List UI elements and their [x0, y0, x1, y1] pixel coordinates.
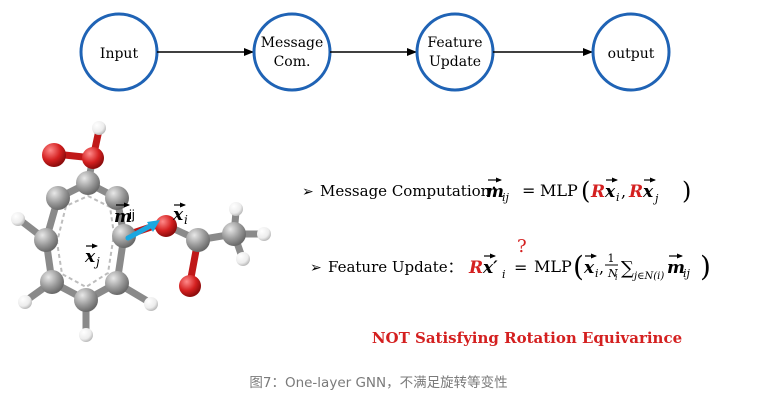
- paren-open: (: [573, 250, 584, 283]
- flow-node-output: output: [591, 12, 671, 92]
- svg-text:x: x: [172, 205, 184, 225]
- svg-text:i: i: [616, 191, 620, 204]
- svg-text:R: R: [628, 182, 643, 202]
- message-arrowhead: [147, 220, 160, 232]
- svg-text:R: R: [468, 258, 483, 278]
- svg-text:ij: ij: [129, 207, 135, 222]
- svg-text:1: 1: [608, 252, 615, 265]
- label-x-j: x j: [84, 243, 100, 269]
- node-label-line1: Feature: [427, 35, 482, 51]
- node-label-line2: Update: [429, 54, 481, 70]
- svg-text:i: i: [595, 267, 599, 280]
- svg-text:m: m: [114, 207, 132, 227]
- node-label: output: [608, 46, 655, 62]
- svg-text:x: x: [84, 247, 96, 267]
- node-label-line2: Com.: [274, 54, 311, 70]
- svg-text:x: x: [604, 182, 616, 202]
- message-arrow: [125, 222, 155, 241]
- flow-node-input: Input: [79, 12, 159, 92]
- svg-text:x: x: [642, 182, 654, 202]
- svg-text:ij: ij: [683, 267, 691, 280]
- svg-text:m: m: [667, 258, 685, 278]
- node-circle: [591, 12, 671, 92]
- node-circle: [415, 12, 495, 92]
- figure-caption: 图7：One-layer GNN，不满足旋转等变性: [249, 375, 508, 391]
- fraction: 1 N i: [605, 252, 618, 282]
- svg-text:,: ,: [599, 258, 604, 277]
- svg-text:R: R: [590, 182, 605, 202]
- flow-node-message: Message Com.: [252, 12, 332, 92]
- flow-node-feature: Feature Update: [415, 12, 495, 92]
- svg-text:i: i: [184, 213, 188, 227]
- node-label-line1: Message: [261, 35, 324, 51]
- svg-text:,: ,: [621, 182, 626, 201]
- molecule-atoms: [11, 121, 271, 342]
- svg-text:N: N: [607, 267, 618, 280]
- svg-text:i: i: [615, 273, 618, 282]
- equation-message: ➢ Message Computation： m ij = MLP ( R x …: [302, 177, 691, 205]
- svg-text:ij: ij: [502, 191, 510, 204]
- svg-text:=: =: [522, 181, 535, 200]
- svg-text:MLP: MLP: [540, 181, 578, 200]
- paren-close: ): [682, 177, 691, 205]
- equation-label: Message Computation：: [320, 182, 505, 200]
- svg-text:=: =: [514, 258, 527, 277]
- label-m-ij: m ij: [114, 202, 135, 227]
- svg-text:m: m: [486, 182, 504, 202]
- node-circle: [252, 12, 332, 92]
- node-label: Input: [100, 46, 139, 62]
- svg-text:j: j: [652, 192, 659, 205]
- svg-text:j∈N(i): j∈N(i): [632, 271, 664, 282]
- molecule-illustration: m ij x i x j: [11, 121, 271, 342]
- svg-text:i: i: [502, 268, 506, 281]
- bullet: ➢: [302, 184, 314, 200]
- label-x-i: x i: [172, 202, 188, 227]
- paren-open: (: [581, 177, 590, 205]
- bullet: ➢: [310, 260, 322, 276]
- warning-text: NOT Satisfying Rotation Equivarince: [372, 329, 682, 347]
- question-mark: ?: [517, 236, 527, 257]
- svg-text:j: j: [93, 255, 100, 269]
- sigma: ∑: [621, 258, 634, 279]
- svg-text:MLP: MLP: [534, 257, 572, 276]
- aromatic-ring: [55, 194, 116, 289]
- svg-text:x: x: [583, 258, 595, 278]
- paren-close: ): [700, 250, 711, 283]
- svg-text:x′: x′: [482, 258, 498, 278]
- equation-label: Feature Update：: [328, 258, 463, 276]
- flow-chart: Input Message Com. Feature Update output: [79, 12, 671, 92]
- equation-update: ➢ Feature Update： R x′ i ? = MLP ( x i ,…: [310, 236, 711, 283]
